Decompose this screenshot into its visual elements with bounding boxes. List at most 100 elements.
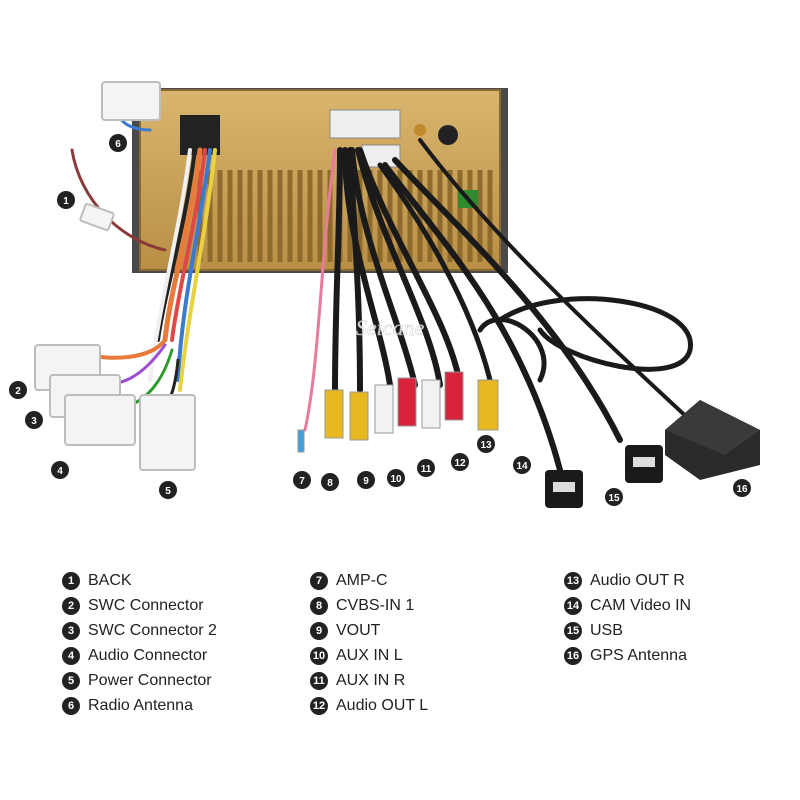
number-badge: 16 [564,646,582,665]
callout-number: 9 [363,476,369,487]
callout-number: 14 [516,461,528,472]
callout-number: 5 [165,486,171,497]
callout-badge-1: 1 [57,191,75,209]
watermark-logo: Seicane [356,315,425,340]
legend-label: AMP-C [336,571,388,589]
legend-label: Radio Antenna [88,696,193,714]
legend-item-audio-out-r: 13 Audio OUT R [564,568,691,593]
callout-number: 3 [31,416,37,427]
legend-label: AUX IN L [336,646,403,664]
callout-badge-16: 16 [733,479,751,497]
callout-circle [513,456,531,474]
number-badge: 4 [62,646,80,665]
harness-cables [70,98,693,473]
legend-label: Audio OUT L [336,696,429,714]
callout-badge-4: 4 [51,461,69,479]
callout-number: 7 [299,476,305,487]
callout-badge-8: 8 [321,473,339,491]
callout-circle [387,469,405,487]
callout-badge-9: 9 [357,471,375,489]
usb-connectors [545,445,663,508]
callout-circle [159,481,177,499]
legend-item-vout: 9 VOUT [310,618,428,643]
white-connectors [34,81,196,471]
callout-circle [293,471,311,489]
legend-item-radio-antenna: 6 Radio Antenna [62,693,217,718]
callout-badge-13: 13 [477,435,495,453]
legend-label: Power Connector [88,671,212,689]
callout-badge-7: 7 [293,471,311,489]
legend-label: BACK [88,571,132,589]
gps-antenna [665,400,760,480]
legend-item-audio-connector: 4 Audio Connector [62,643,217,668]
rca-plugs [297,371,499,453]
callout-circle [321,473,339,491]
callout-circle [733,479,751,497]
callout-number: 8 [327,478,333,489]
legend-label: Audio Connector [88,646,208,664]
legend-item-cvbs-in-1: 8 CVBS-IN 1 [310,593,428,618]
callout-circle [357,471,375,489]
callout-number: 15 [608,493,620,504]
callout-circle [477,435,495,453]
callout-badge-10: 10 [387,469,405,487]
number-badge: 8 [310,596,328,615]
callout-circle [57,191,75,209]
legend-item-audio-out-l: 12 Audio OUT L [310,693,428,718]
number-badge: 6 [62,696,80,715]
legend-item-aux-in-l: 10 AUX IN L [310,643,428,668]
legend-label: USB [590,621,623,639]
callout-badge-3: 3 [25,411,43,429]
callout-number: 12 [454,458,466,469]
callout-number: 16 [736,484,748,495]
callout-number: 13 [480,440,492,451]
legend-label: SWC Connector [88,596,204,614]
callout-badge-5: 5 [159,481,177,499]
callout-circle [25,411,43,429]
callout-number: 4 [57,466,63,477]
number-badge: 11 [310,671,328,690]
legend-label: VOUT [336,621,381,639]
callout-badge-14: 14 [513,456,531,474]
number-badge: 3 [62,621,80,640]
number-badge: 12 [310,696,328,715]
callout-number: 1 [63,196,69,207]
number-badge: 10 [310,646,328,665]
callout-badge-11: 11 [417,459,435,477]
legend-label: Audio OUT R [590,571,685,589]
legend-label: CVBS-IN 1 [336,596,415,614]
legend-item-back: 1 BACK [62,568,217,593]
callout-badge-12: 12 [451,453,469,471]
callout-badge-2: 2 [9,381,27,399]
number-badge: 1 [62,571,80,590]
callout-badge-6: 6 [109,134,127,152]
callout-circle [451,453,469,471]
callout-number: 11 [421,464,432,475]
number-badge: 7 [310,571,328,590]
legend-label: CAM Video IN [590,596,692,614]
callout-circle [109,134,127,152]
legend-item-amp-c: 7 AMP-C [310,568,428,593]
number-badge: 2 [62,596,80,615]
legend-item-swc-connector: 2 SWC Connector [62,593,217,618]
callout-badge-15: 15 [605,488,623,506]
callout-circle [605,488,623,506]
number-badge: 5 [62,671,80,690]
legend-item-power-connector: 5 Power Connector [62,668,217,693]
legend-item-usb: 15 USB [564,618,691,643]
callout-circle [51,461,69,479]
number-badge: 9 [310,621,328,640]
number-badge: 15 [564,621,582,640]
callout-number: 10 [390,474,402,485]
number-badge: 13 [564,571,582,590]
callout-number: 2 [15,386,21,397]
